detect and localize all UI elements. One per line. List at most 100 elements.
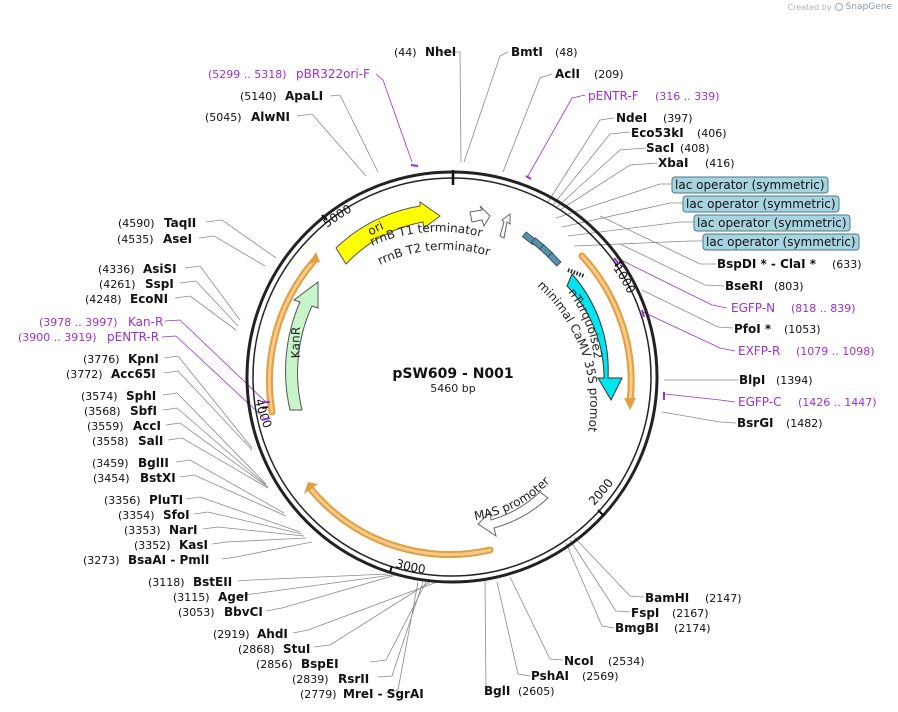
- enzyme-name[interactable]: SalI: [138, 434, 163, 448]
- enzyme-name[interactable]: BbvCI: [224, 605, 263, 619]
- enzyme-pos: (3352): [134, 539, 171, 552]
- enzyme-name[interactable]: TaqII: [164, 216, 196, 230]
- enzyme-name[interactable]: XbaI: [658, 156, 688, 170]
- enzyme-pos: (4261): [99, 278, 136, 291]
- enzyme-pos: (3118): [148, 576, 185, 589]
- feature-arc-bottom-core: [308, 486, 492, 557]
- enzyme-pos: (633): [832, 258, 862, 271]
- primer-lines: [161, 73, 736, 419]
- enzyme-name[interactable]: StuI: [283, 642, 310, 656]
- enzyme-name[interactable]: BglI: [484, 684, 510, 698]
- enzyme-name[interactable]: PshAI: [531, 669, 569, 683]
- enzyme-name[interactable]: BspEI: [301, 657, 339, 671]
- enzyme-pos: (48): [555, 46, 578, 59]
- snapgene-logo-icon: [834, 3, 843, 11]
- primer-name[interactable]: pENTR-F: [588, 89, 639, 103]
- primer-name[interactable]: Kan-R: [128, 315, 163, 329]
- enzyme-name[interactable]: KpnI: [128, 352, 159, 366]
- enzyme-name[interactable]: SphI: [126, 389, 156, 403]
- enzyme-name[interactable]: AhdI: [257, 627, 288, 641]
- enzyme-name[interactable]: PfoI *: [734, 322, 772, 336]
- enzyme-name[interactable]: PluTI: [149, 493, 183, 507]
- enzyme-pos: (2605): [518, 685, 555, 698]
- primer-name[interactable]: pENTR-R: [107, 330, 159, 344]
- enzyme-pos: (3568): [84, 405, 121, 418]
- enzyme-pos: (3353): [124, 524, 161, 537]
- enzyme-name[interactable]: BspDI * - ClaI *: [717, 257, 817, 271]
- enzyme-pos: (3772): [66, 368, 103, 381]
- enzyme-name[interactable]: NheI: [425, 45, 456, 59]
- enzyme-name[interactable]: SspI: [145, 277, 174, 291]
- feature-ori[interactable]: [335, 201, 441, 265]
- enzyme-name[interactable]: Eco53kI: [631, 126, 684, 140]
- enzyme-pos: (416): [705, 157, 735, 170]
- enzyme-pos: (5045): [205, 111, 242, 124]
- plasmid-name: pSW609 - N001: [392, 366, 513, 382]
- rrnb-t1-terminator-arrow[interactable]: [469, 205, 491, 228]
- primer-range: (5299 .. 5318): [208, 68, 287, 81]
- enzyme-name[interactable]: Acc65I: [111, 367, 156, 381]
- enzyme-name[interactable]: EcoNI: [130, 292, 168, 306]
- feature-arc-bottom-head: [304, 482, 318, 494]
- enzyme-name[interactable]: SbfI: [130, 404, 157, 418]
- lac-operator-marks[interactable]: [521, 231, 562, 267]
- plasmid-length: 5460 bp: [430, 382, 475, 395]
- enzyme-name[interactable]: BstEII: [193, 575, 232, 589]
- enzyme-name[interactable]: AccI: [133, 419, 161, 433]
- primer-name[interactable]: EXFP-R: [738, 344, 780, 358]
- enzyme-pos: (3356): [104, 494, 141, 507]
- primer-range: (3900 .. 3919): [18, 331, 97, 344]
- enzyme-name[interactable]: AclI: [555, 67, 580, 81]
- enzyme-name[interactable]: NarI: [169, 523, 198, 537]
- enzyme-name[interactable]: ApaLI: [285, 89, 323, 103]
- enzyme-name[interactable]: KasI: [179, 538, 208, 552]
- enzyme-name[interactable]: AgeI: [218, 590, 248, 604]
- enzyme-name[interactable]: BsrGI: [737, 416, 774, 430]
- lac-operator-4-label: lac operator (symmetric): [706, 235, 856, 249]
- credit-brand: SnapGene: [845, 2, 892, 12]
- primer-range: (316 .. 339): [655, 90, 720, 103]
- feature-mas-promoter[interactable]: [477, 491, 549, 538]
- primer-name[interactable]: pBR322ori-F: [296, 67, 370, 81]
- enzyme-pos: (2779): [300, 688, 337, 701]
- enzyme-name[interactable]: BglII: [138, 456, 169, 470]
- enzyme-pos: (2147): [705, 592, 742, 605]
- enzyme-name[interactable]: MreI - SgrAI: [343, 687, 424, 701]
- enzyme-pos: (4590): [118, 217, 155, 230]
- enzyme-pos: (3354): [118, 509, 155, 522]
- rrnb-t2-terminator-arrow[interactable]: [499, 213, 511, 239]
- feature-nturquoise2[interactable]: [566, 273, 623, 402]
- feature-arc-left-head: [308, 252, 320, 264]
- enzyme-name[interactable]: BseRI: [725, 279, 763, 293]
- enzyme-name[interactable]: BmtI: [511, 45, 543, 59]
- feature-kanr[interactable]: [285, 281, 319, 411]
- enzyme-name[interactable]: SfoI: [163, 508, 190, 522]
- primer-name[interactable]: EGFP-C: [738, 395, 781, 409]
- enzyme-name[interactable]: BamHI: [645, 591, 689, 605]
- enzyme-name[interactable]: FspI: [631, 606, 659, 620]
- primer-name[interactable]: EGFP-N: [731, 301, 775, 315]
- enzyme-name[interactable]: NdeI: [616, 111, 647, 125]
- enzyme-pos: (4248): [85, 293, 122, 306]
- lac-operator-3-label: lac operator (symmetric): [697, 216, 847, 230]
- enzyme-name[interactable]: AlwNI: [251, 110, 290, 124]
- enzyme-name[interactable]: AsiSI: [143, 262, 177, 276]
- enzyme-pos: (803): [774, 280, 804, 293]
- enzyme-name[interactable]: SacI: [646, 141, 674, 155]
- enzyme-name[interactable]: NcoI: [564, 654, 594, 668]
- lac-operator-labels[interactable]: lac operator (symmetric) lac operator (s…: [671, 176, 860, 251]
- enzyme-name[interactable]: BmgBI: [615, 621, 659, 635]
- feature-ori-label: ori: [365, 219, 386, 239]
- enzyme-pos: (3115): [173, 591, 210, 604]
- enzyme-name[interactable]: BlpI: [739, 373, 765, 387]
- enzyme-pos: (1394): [776, 374, 813, 387]
- enzyme-name[interactable]: RsrII: [338, 672, 369, 686]
- feature-arc-bottom[interactable]: [306, 484, 494, 559]
- enzyme-name[interactable]: BstXI: [140, 471, 176, 485]
- feature-arc-right-head: [624, 398, 636, 410]
- enzyme-name[interactable]: BsaAI - PmlI: [128, 553, 209, 567]
- enzyme-pos: (2856): [256, 658, 293, 671]
- enzyme-name[interactable]: AseI: [163, 232, 192, 246]
- enzyme-pos: (44): [394, 46, 417, 59]
